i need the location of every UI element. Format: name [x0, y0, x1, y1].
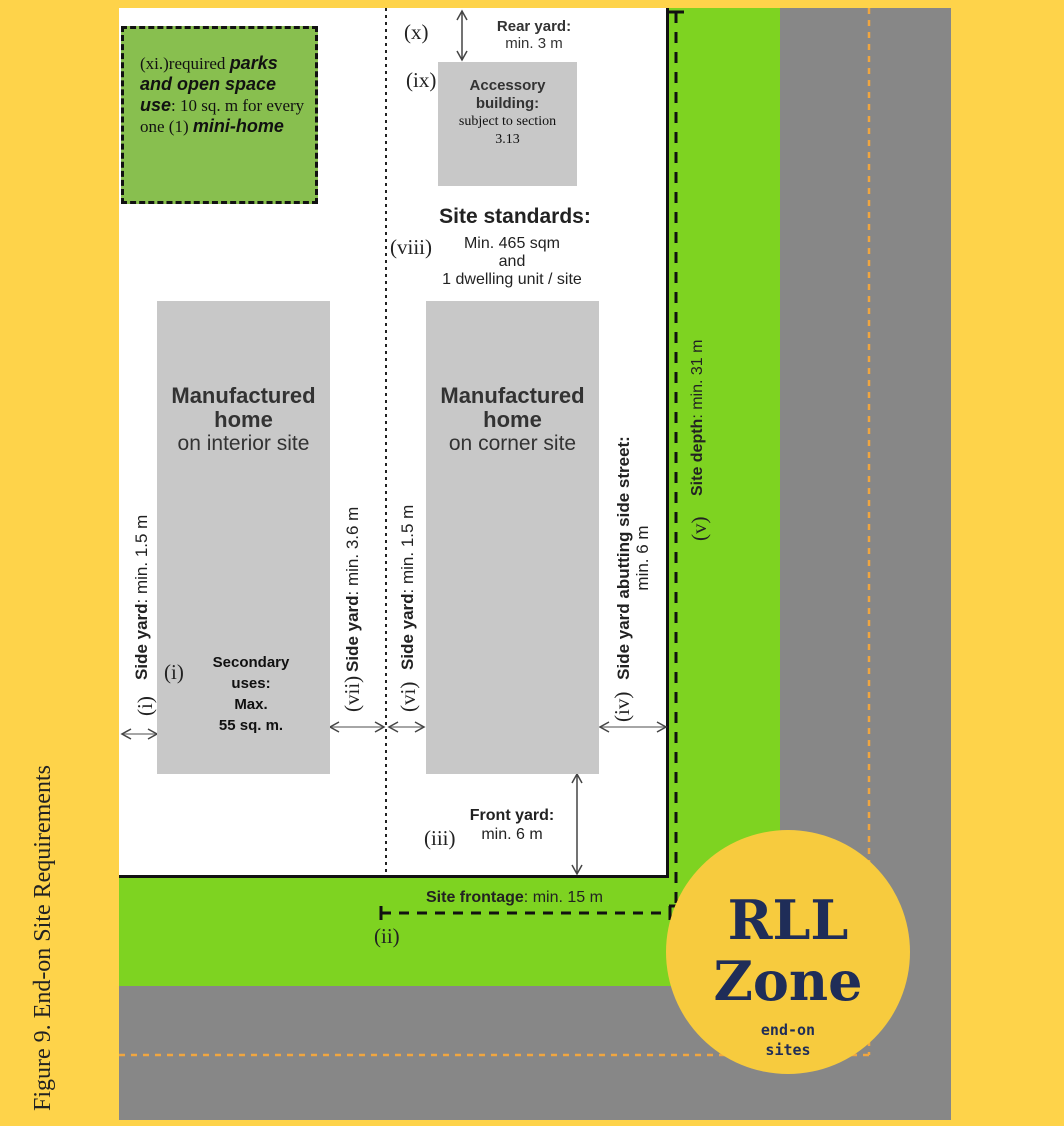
rear-yard-title: Rear yard: [496, 18, 572, 35]
interior-home-label: Manufactured home on interior site [147, 384, 340, 456]
site-depth-label: Site depth: min. 31 m [689, 340, 707, 496]
accessory-building [438, 62, 577, 186]
badge-line3: end-on [760, 1021, 816, 1039]
corner-home-title1: Manufactured [440, 383, 585, 408]
front-yard-label: Front yard: min. 6 m [452, 806, 572, 844]
accessory-label: Accessory building: subject to section 3… [438, 77, 577, 149]
site-frontage-value: : min. 15 m [523, 889, 603, 906]
side-yard-vi-value: : min. 1.5 m [398, 504, 417, 594]
site-depth-title: Site depth [689, 418, 706, 496]
accessory-number: (ix) [406, 68, 437, 92]
site-depth-number: (v) [687, 516, 711, 542]
parks-minihome: mini-home [192, 116, 284, 136]
site-standards-text: Min. 465 sqm and 1 dwelling unit / site [412, 235, 612, 289]
parks-open-space-box: (xi.)required parks and open space use: … [121, 26, 318, 204]
side-yard-iv-label: Side yard abutting side street: min. 6 m [614, 428, 652, 688]
badge-line2: Zone [713, 949, 863, 1013]
interior-home-title1: Manufactured [171, 383, 316, 408]
badge-line1: RLL [727, 888, 849, 952]
accessory-section-number: 3.13 [495, 132, 520, 147]
interior-home [157, 301, 330, 774]
rear-yard-value: min. 3 m [505, 35, 563, 52]
accessory-section: subject to section [458, 114, 557, 129]
side-yard-vi-label: Side yard: min. 1.5 m [398, 505, 418, 670]
rear-yard-label: Rear yard: min. 3 m [474, 18, 594, 52]
side-yard-vii-label: Side yard: min. 3.6 m [343, 507, 363, 672]
site-standards-line1: Min. 465 sqm [463, 235, 561, 252]
secondary-uses-line1: Secondary [212, 654, 290, 671]
corner-home-subtitle: on corner site [448, 432, 577, 455]
side-yard-vii-number: (vii) [340, 675, 364, 712]
front-yard-value: min. 6 m [481, 826, 543, 843]
grass-strip-right [666, 8, 780, 986]
side-yard-iv-value: min. 6 m [633, 525, 652, 591]
parks-emphasis: parks and open space use [140, 53, 278, 115]
side-yard-i-number: (i) [133, 696, 157, 716]
site-standards-number: (viii) [390, 235, 432, 259]
secondary-uses-line2: uses: [231, 675, 271, 692]
site-depth-value: : min. 31 m [689, 339, 706, 419]
side-yard-vi-title: Side yard [398, 593, 417, 670]
site-standards-title: Site standards: [439, 205, 591, 228]
side-yard-iv-number: (iv) [610, 691, 634, 722]
parks-number: (xi.) [140, 54, 169, 73]
corner-home-title2: home [483, 407, 542, 432]
side-yard-i-title: Side yard [132, 603, 151, 680]
site-frontage-title: Site frontage [426, 889, 524, 906]
side-yard-i-label: Side yard: min. 1.5 m [132, 515, 152, 680]
front-yard-number: (iii) [424, 826, 456, 850]
secondary-uses-line3: Max. [234, 696, 268, 713]
side-yard-vi-number: (vi) [396, 681, 420, 712]
rll-zone-badge-text: RLL Zone end-on sites [666, 890, 910, 1060]
corner-home [426, 301, 599, 774]
rll-zone-badge [666, 830, 910, 1074]
site-frontage-number: (ii) [374, 924, 400, 948]
front-yard-title: Front yard: [469, 807, 555, 824]
parks-text: : 10 sq. m for every one (1) [140, 96, 305, 136]
site-frontage-label: Site frontage: min. 15 m [426, 889, 603, 907]
side-yard-i-value: : min. 1.5 m [132, 514, 151, 604]
corner-home-label: Manufactured home on corner site [416, 384, 609, 456]
parks-pre: required [168, 54, 226, 73]
secondary-uses-number: (i) [164, 660, 184, 684]
rear-yard-number: (x) [404, 20, 429, 44]
secondary-uses-line4: 55 sq. m. [218, 717, 284, 734]
side-yard-vii-title: Side yard [343, 595, 362, 672]
side-yard-vii-value: : min. 3.6 m [343, 506, 362, 596]
site-standards-line3: 1 dwelling unit / site [442, 271, 582, 288]
interior-home-title2: home [214, 407, 273, 432]
accessory-title2: building: [475, 95, 540, 112]
interior-home-subtitle: on interior site [177, 432, 310, 455]
secondary-uses-label: Secondary uses: Max. 55 sq. m. [198, 652, 304, 736]
accessory-title1: Accessory [469, 77, 546, 94]
side-yard-iv-title: Side yard abutting side street: [614, 436, 633, 680]
site-standards-line2: and [498, 253, 526, 270]
badge-line4: sites [765, 1041, 811, 1059]
